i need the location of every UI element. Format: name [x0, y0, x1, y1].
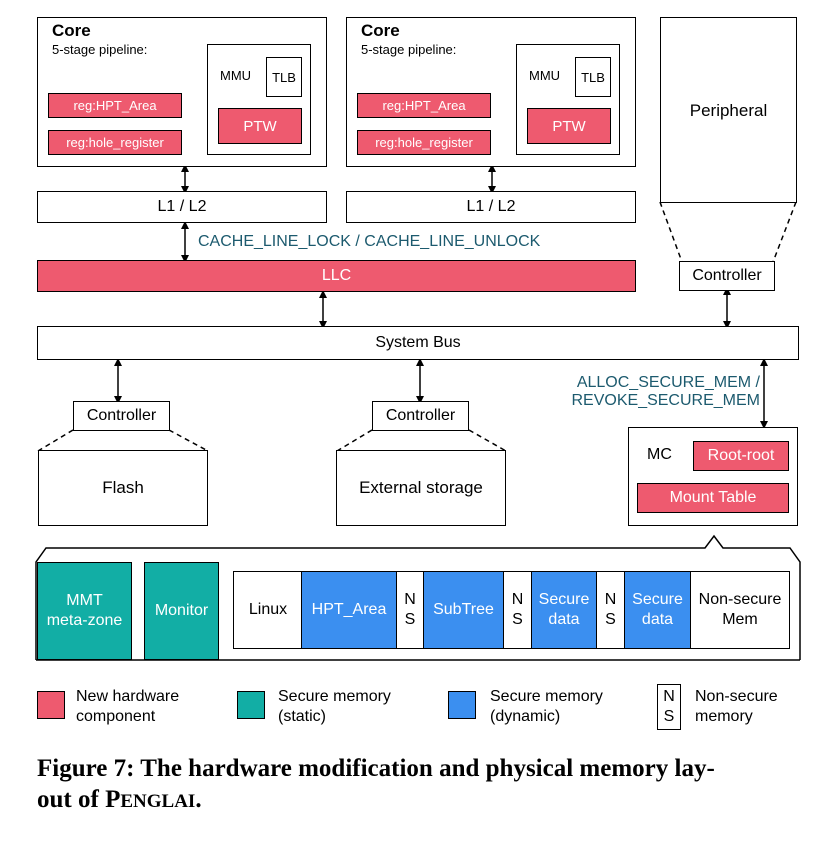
memory-callout-outline — [35, 534, 801, 660]
legend-nonsecure-line2: memory — [695, 708, 753, 725]
peripheral-controller: Controller — [679, 261, 775, 291]
legend-swatch-secure-static — [237, 691, 265, 719]
mmt-meta-zone: MMT meta-zone — [37, 562, 132, 660]
reg-hole-register: reg:hole_register — [357, 130, 491, 155]
caption-line2-suffix: . — [195, 786, 202, 813]
external-storage: External storage — [336, 450, 506, 526]
alloc-secure-mem-label: ALLOC_SECURE_MEM / REVOKE_SECURE_MEM — [544, 374, 761, 410]
reg-hpt-area: reg:HPT_Area — [48, 93, 182, 118]
legend-new-hardware-line1: New hardware — [76, 688, 180, 705]
core-title: Core — [52, 21, 91, 40]
mmu-label: MMU — [529, 68, 561, 83]
mount-table: Mount Table — [637, 483, 789, 513]
legend-secure-dynamic: Secure memory (dynamic) — [490, 687, 603, 727]
pipeline-label: 5-stage pipeline: — [52, 42, 148, 57]
alloc-label-line2: REVOKE_SECURE_MEM — [571, 392, 761, 409]
core-1: Core 5-stage pipeline: reg:HPT_Area reg:… — [37, 17, 327, 167]
segment-ns-3: N S — [604, 591, 617, 628]
legend-swatch-secure-dynamic — [448, 691, 476, 719]
ptw: PTW — [218, 108, 302, 144]
legend-secure-static-line1: Secure memory — [278, 688, 391, 705]
cache-lock-label: CACHE_LINE_LOCK / CACHE_LINE_UNLOCK — [198, 233, 541, 250]
segment-secure-data-2: Secure data — [624, 572, 691, 648]
mmt-line1: MMT — [66, 592, 103, 609]
segment-ns-2: N S — [511, 591, 524, 628]
peripheral-title: Peripheral — [689, 101, 768, 120]
l1-l2-cache-2: L1 / L2 — [346, 191, 636, 223]
segment-nonsecure-mem: Non-secure Mem — [690, 572, 789, 648]
core-title: Core — [361, 21, 400, 40]
caption-penglai-first: P — [105, 786, 121, 813]
nonsecure-line2: Mem — [722, 611, 758, 628]
tlb: TLB — [575, 57, 611, 97]
caption-line1: Figure 7: The hardware modification and … — [37, 755, 715, 782]
nonsecure-line1: Non-secure — [698, 591, 782, 608]
core-2: Core 5-stage pipeline: reg:HPT_Area reg:… — [346, 17, 636, 167]
segment-subtree: SubTree — [423, 572, 504, 648]
external-storage-controller: Controller — [372, 401, 469, 431]
tlb: TLB — [266, 57, 302, 97]
mmu-block: MMU TLB PTW — [207, 44, 311, 155]
caption-line2-prefix: out of — [37, 786, 106, 813]
mc-label: MC — [647, 446, 672, 463]
mmu-block: MMU TLB PTW — [516, 44, 620, 155]
figure-caption: Figure 7: The hardware modification and … — [37, 753, 807, 817]
monitor: Monitor — [144, 562, 219, 660]
peripheral: Peripheral — [660, 17, 797, 203]
pipeline-label: 5-stage pipeline: — [361, 42, 457, 57]
flash-controller: Controller — [73, 401, 170, 431]
l1-l2-cache-1: L1 / L2 — [37, 191, 327, 223]
alloc-label-line1: ALLOC_SECURE_MEM / — [576, 374, 760, 391]
physical-memory-strip: Linux HPT_Area N S SubTree N S Secure da… — [233, 571, 790, 649]
legend-secure-static-line2: (static) — [278, 708, 326, 725]
ptw: PTW — [527, 108, 611, 144]
memory-controller: MC Root-root Mount Table — [628, 427, 798, 526]
legend-secure-dynamic-line2: (dynamic) — [490, 708, 561, 725]
legend-ns-s: S — [663, 708, 675, 725]
legend-nonsecure: Non-secure memory — [695, 687, 778, 727]
system-bus: System Bus — [37, 326, 799, 360]
segment-hpt-area: HPT_Area — [301, 572, 397, 648]
legend-secure-static: Secure memory (static) — [278, 687, 391, 727]
root-root: Root-root — [693, 441, 789, 471]
legend-ns-n: N — [663, 688, 675, 705]
legend-swatch-nonsecure: N S — [657, 684, 681, 730]
segment-secure-data-1: Secure data — [531, 572, 597, 648]
legend-swatch-new-hardware — [37, 691, 65, 719]
caption-penglai-rest: ENGLAI — [120, 791, 196, 812]
segment-ns-1: N S — [404, 591, 416, 628]
legend-secure-dynamic-line1: Secure memory — [490, 688, 603, 705]
mmt-line2: meta-zone — [46, 612, 123, 629]
legend-new-hardware-line2: component — [76, 708, 156, 725]
legend-nonsecure-line1: Non-secure — [695, 688, 778, 705]
reg-hpt-area: reg:HPT_Area — [357, 93, 491, 118]
segment-linux: Linux — [248, 601, 288, 618]
mmu-label: MMU — [220, 68, 252, 83]
flash: Flash — [38, 450, 208, 526]
llc: LLC — [37, 260, 636, 292]
caption-line2: out of PENGLAI. — [37, 784, 807, 817]
legend-new-hardware: New hardware component — [76, 687, 179, 727]
reg-hole-register: reg:hole_register — [48, 130, 182, 155]
